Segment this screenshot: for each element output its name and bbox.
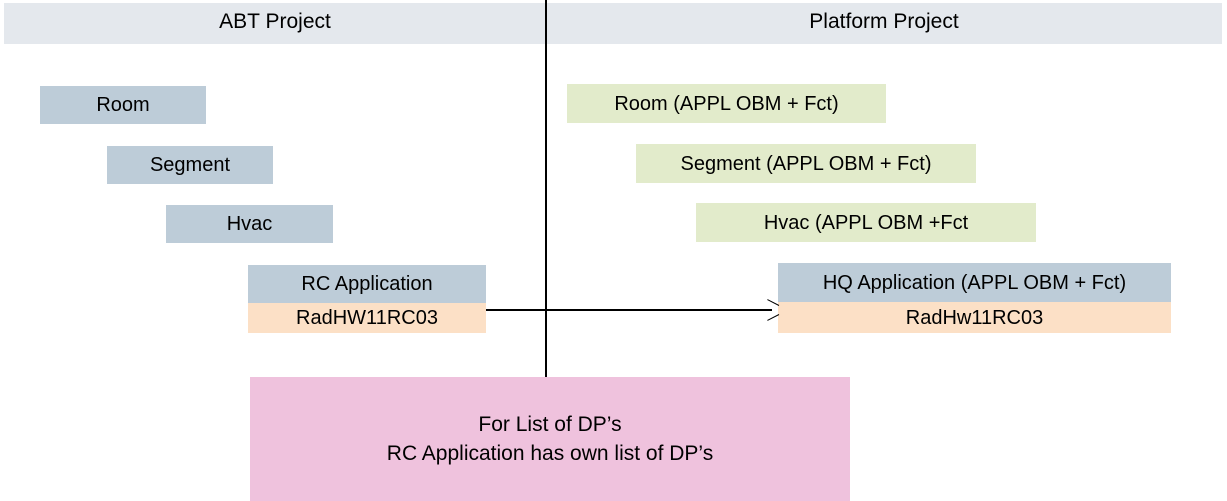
node-platform-room[interactable]: Room (APPL OBM + Fct) — [567, 84, 886, 123]
header-band — [4, 3, 1222, 44]
column-header-platform-project: Platform Project — [809, 10, 959, 33]
node-abt-rc-application[interactable]: RC Application — [248, 265, 486, 303]
note-line-2: RC Application has own list of DP’s — [386, 442, 714, 465]
note-box: For List of DP’s RC Application has own … — [250, 377, 850, 501]
node-platform-hq-datapoint[interactable]: RadHw11RC03 — [778, 302, 1171, 333]
arrow-line — [486, 309, 772, 311]
node-abt-hvac[interactable]: Hvac — [166, 205, 333, 243]
node-abt-rc-datapoint[interactable]: RadHW11RC03 — [248, 303, 486, 333]
node-abt-segment[interactable]: Segment — [107, 146, 273, 184]
node-abt-room[interactable]: Room — [40, 86, 206, 124]
node-platform-hvac[interactable]: Hvac (APPL OBM +Fct — [696, 203, 1036, 242]
node-platform-segment[interactable]: Segment (APPL OBM + Fct) — [636, 144, 976, 183]
note-line-1: For List of DP’s — [478, 413, 622, 436]
column-divider-line — [545, 0, 547, 377]
arrow-head-icon — [766, 304, 778, 316]
arrow-rc-to-hq — [486, 304, 778, 316]
column-header-abt-project: ABT Project — [219, 10, 331, 33]
node-platform-hq-application[interactable]: HQ Application (APPL OBM + Fct) — [778, 263, 1171, 302]
